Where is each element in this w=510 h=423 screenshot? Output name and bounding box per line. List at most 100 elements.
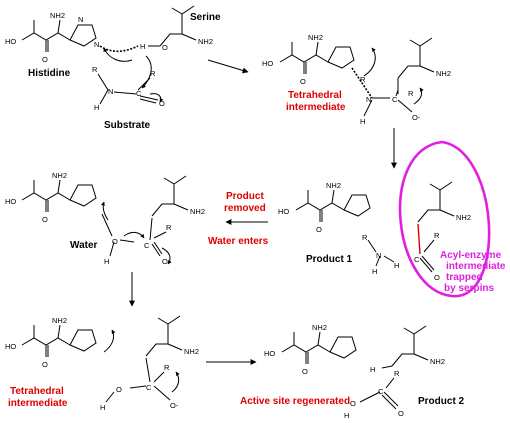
histidine-structure: HO O NH2 N N xyxy=(5,11,99,64)
panel-acyl-enzyme: HO O NH2 R N H H Product 1 NH2 C R O xyxy=(278,140,506,298)
serine-amine-atom-5: NH2 xyxy=(184,347,199,356)
oxygen-atom-4: O xyxy=(42,215,48,224)
imidazole-n-atom: N xyxy=(94,40,99,49)
tetra-c-atom-5: C xyxy=(146,383,152,392)
substrate-n-atom: N xyxy=(108,87,113,96)
core-r-atom: R xyxy=(360,75,366,84)
serine-acyl-structure-4: NH2 C R O xyxy=(144,175,205,266)
serine-amine-atom-4: NH2 xyxy=(190,207,205,216)
imidazole-nh-atom: N xyxy=(78,15,83,24)
hydroxyl-atom-2: HO xyxy=(262,59,273,68)
acyl-r-atom: R xyxy=(434,231,440,240)
active-site-label: Active site regenerated xyxy=(240,396,350,407)
serine-amine-atom: NH2 xyxy=(198,37,213,46)
acyl-enzyme-label-4: by serpins xyxy=(444,283,494,294)
amine-atom-3: NH2 xyxy=(326,181,341,190)
core-r2-atom: R xyxy=(408,89,414,98)
histidine-structure-4: HO O NH2 xyxy=(5,171,97,224)
serine-structure: H O NH2 xyxy=(140,5,213,52)
product-1-structure: R N H H xyxy=(362,233,399,276)
histidine-structure-3: HO O NH2 xyxy=(278,181,371,234)
product1-h2-atom: H xyxy=(394,261,399,270)
amine-atom-2: NH2 xyxy=(308,33,323,42)
product2-o-atom: O xyxy=(350,399,356,408)
product-2-label: Product 2 xyxy=(418,396,465,407)
tetra-o-minus-atom-5: O- xyxy=(170,401,179,410)
product-1-label: Product 1 xyxy=(306,254,353,265)
oxygen-atom-5: O xyxy=(42,360,48,369)
histidine-label: Histidine xyxy=(28,68,71,79)
hydroxyl-atom-4: HO xyxy=(5,197,16,206)
core-o-minus-atom: O- xyxy=(412,113,421,122)
water-o-atom: O xyxy=(112,237,118,246)
product2-o2-atom: O xyxy=(398,409,404,418)
oxygen-atom: O xyxy=(42,55,48,64)
intermediate-label-1: intermediate xyxy=(286,102,346,113)
product-removed-label-2: removed xyxy=(224,203,266,214)
tetra-o-atom-5: O xyxy=(116,385,122,394)
product2-h-atom: H xyxy=(344,411,349,420)
water-enters-label: Water enters xyxy=(208,236,269,247)
serine-tetrahedral-structure-5: NH2 C R O- O H xyxy=(100,315,199,412)
acyl-c-atom-4: C xyxy=(144,241,150,250)
acyl-enzyme-label-1: Acyl-enzyme xyxy=(440,250,502,261)
serine-amine-atom-6: NH2 xyxy=(430,357,445,366)
hydroxyl-atom-3: HO xyxy=(278,207,289,216)
product1-n-atom: N xyxy=(376,251,381,260)
substrate-h-atom: H xyxy=(94,103,99,112)
acyl-enzyme-label-2: intermediate xyxy=(446,261,506,272)
tetra-h-atom-5: H xyxy=(100,403,105,412)
panel-initial: HO O NH2 N N Histidine H O NH2 Serine xyxy=(5,5,221,131)
histidine-structure-6: HO O NH2 xyxy=(264,323,357,376)
panel-tetrahedral-2: HO O NH2 NH2 C R O- O H Tetrahedral inte… xyxy=(5,315,199,412)
acyl-o-atom-4: O xyxy=(162,257,168,266)
acyl-o-atom: O xyxy=(434,273,440,282)
serine-structure-6: H NH2 xyxy=(370,325,445,374)
acyl-amine-atom: NH2 xyxy=(456,213,471,222)
substrate-r-atom: R xyxy=(92,65,98,74)
intermediate-label-2: intermediate xyxy=(8,398,68,409)
hydroxyl-atom: HO xyxy=(5,37,16,46)
acyl-enzyme-structure: NH2 C R O xyxy=(414,181,471,282)
water-molecule: O H xyxy=(104,231,145,266)
amine-atom-4: NH2 xyxy=(52,171,67,180)
panel-tetrahedral-1: HO O NH2 NH2 R N H C R O- Tetrahedr xyxy=(262,33,451,126)
product2-r-atom: R xyxy=(394,369,400,378)
serine-amine-atom-2: NH2 xyxy=(436,69,451,78)
product1-h-atom: H xyxy=(372,267,377,276)
core-n-atom: N xyxy=(366,95,371,104)
substrate-c-atom: C xyxy=(136,89,142,98)
amine-atom-5: NH2 xyxy=(52,316,67,325)
product-removed-label-1: Product xyxy=(226,191,264,202)
oxygen-atom-2: O xyxy=(300,77,306,86)
serine-h-atom: H xyxy=(140,42,145,51)
water-h-atom: H xyxy=(104,257,109,266)
product1-r-atom: R xyxy=(362,233,368,242)
water-label: Water xyxy=(70,240,98,251)
substrate-label: Substrate xyxy=(104,120,151,131)
tetrahedral-core-1: R N H C R O- xyxy=(360,75,424,126)
amine-atom-6: NH2 xyxy=(312,323,327,332)
serine-label: Serine xyxy=(190,12,221,23)
core-c-atom: C xyxy=(392,95,398,104)
tetrahedral-label-1: Tetrahedral xyxy=(288,90,342,101)
reaction-arrow-1 xyxy=(207,59,249,74)
hydroxyl-atom-6: HO xyxy=(264,349,275,358)
panel-water: HO O NH2 O H Water NH2 C R O xyxy=(5,171,205,266)
substrate-r2-atom: R xyxy=(150,69,156,78)
tetrahedral-label-2: Tetrahedral xyxy=(10,386,64,397)
serine-structure-2: NH2 xyxy=(397,37,451,94)
histidine-structure-2: HO O NH2 xyxy=(262,33,355,86)
acyl-r-atom-4: R xyxy=(166,223,172,232)
histidine-structure-5: HO O NH2 xyxy=(5,316,97,369)
core-h-atom: H xyxy=(360,117,365,126)
hydroxyl-atom-5: HO xyxy=(5,342,16,351)
substrate-structure: R N H C R O xyxy=(92,55,165,112)
substrate-o-atom: O xyxy=(159,99,165,108)
serine-o-atom: O xyxy=(162,43,168,52)
product2-c-atom: C xyxy=(378,387,384,396)
oxygen-atom-3: O xyxy=(316,225,322,234)
acyl-c-atom: C xyxy=(414,255,420,264)
amine-atom: NH2 xyxy=(50,11,65,20)
